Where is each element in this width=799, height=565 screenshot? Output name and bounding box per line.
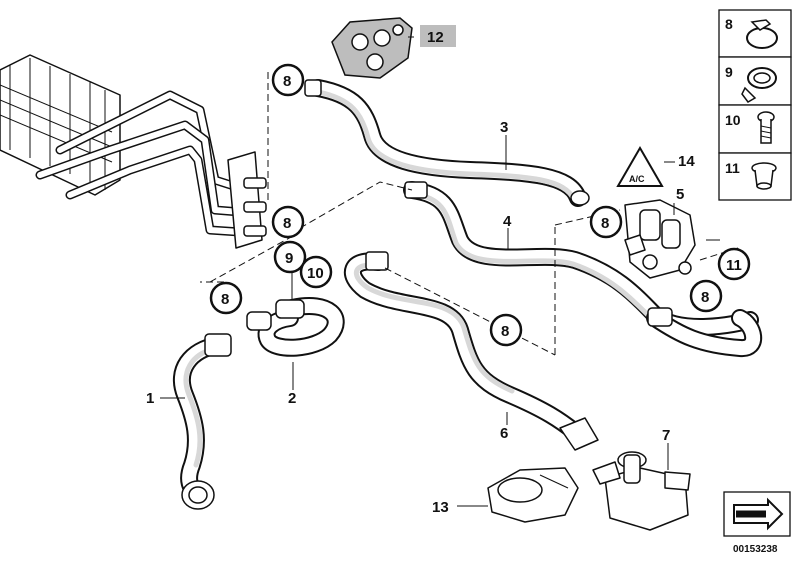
bracket-part-12[interactable]	[331, 17, 413, 79]
svg-text:8: 8	[283, 215, 291, 232]
legend-num-8: 8	[725, 16, 733, 32]
callout-4[interactable]: 4	[503, 213, 512, 230]
callout-8-valve[interactable]: 8	[589, 205, 623, 239]
valve-part-5[interactable]	[624, 199, 696, 279]
callout-8-right[interactable]: 8	[689, 279, 723, 313]
legend-num-10: 10	[725, 112, 741, 128]
leader-lines	[160, 36, 720, 507]
diagram-id: 00153238	[733, 544, 778, 555]
svg-text:10: 10	[307, 265, 324, 282]
callout-11[interactable]: 11	[717, 247, 751, 281]
hose-part-3[interactable]	[304, 79, 590, 207]
svg-text:11: 11	[726, 257, 742, 274]
svg-text:8: 8	[221, 291, 229, 308]
callout-7[interactable]: 7	[662, 427, 670, 444]
hose-part-4[interactable]	[403, 181, 763, 357]
parts-legend: 8 9 10 11	[718, 9, 792, 201]
svg-text:8: 8	[701, 289, 709, 306]
callout-12[interactable]: 12	[420, 25, 456, 47]
cover-part-13[interactable]	[487, 467, 579, 523]
callout-3[interactable]: 3	[500, 119, 508, 136]
grommet-icon	[751, 162, 777, 190]
svg-text:A/C: A/C	[629, 174, 645, 184]
p-clip-icon	[741, 67, 777, 103]
hose-part-6[interactable]	[343, 251, 599, 451]
direction-arrow-box	[723, 491, 791, 537]
warning-label-part-14[interactable]: A/C	[616, 146, 664, 187]
svg-text:9: 9	[285, 250, 293, 267]
heater-pipes	[35, 90, 245, 237]
callout-2[interactable]: 2	[288, 390, 296, 407]
bolt-icon	[757, 111, 775, 144]
svg-text:8: 8	[283, 73, 291, 90]
callout-8-flange[interactable]: 8	[271, 205, 305, 239]
callout-10[interactable]: 10	[299, 255, 333, 289]
water-pump-part-7[interactable]	[592, 451, 691, 531]
svg-text:12: 12	[427, 29, 444, 46]
callout-5[interactable]: 5	[676, 186, 684, 203]
callout-8-mid[interactable]: 8	[489, 313, 523, 347]
legend-num-9: 9	[725, 64, 733, 80]
callout-13[interactable]: 13	[432, 499, 449, 516]
callout-8-top[interactable]: 8	[271, 63, 305, 97]
hose-clamp-icon	[746, 19, 778, 49]
callout-14[interactable]: 14	[678, 153, 695, 170]
legend-num-11: 11	[725, 160, 740, 176]
callout-8-left[interactable]: 8	[209, 281, 243, 315]
callout-1[interactable]: 1	[146, 390, 154, 407]
callout-9[interactable]: 9	[273, 240, 307, 274]
svg-text:8: 8	[601, 215, 609, 232]
hose-part-1[interactable]	[172, 333, 232, 510]
hose-part-2[interactable]	[246, 297, 345, 357]
svg-text:8: 8	[501, 323, 509, 340]
callout-6[interactable]: 6	[500, 425, 508, 442]
pipe-flange[interactable]	[227, 151, 267, 249]
